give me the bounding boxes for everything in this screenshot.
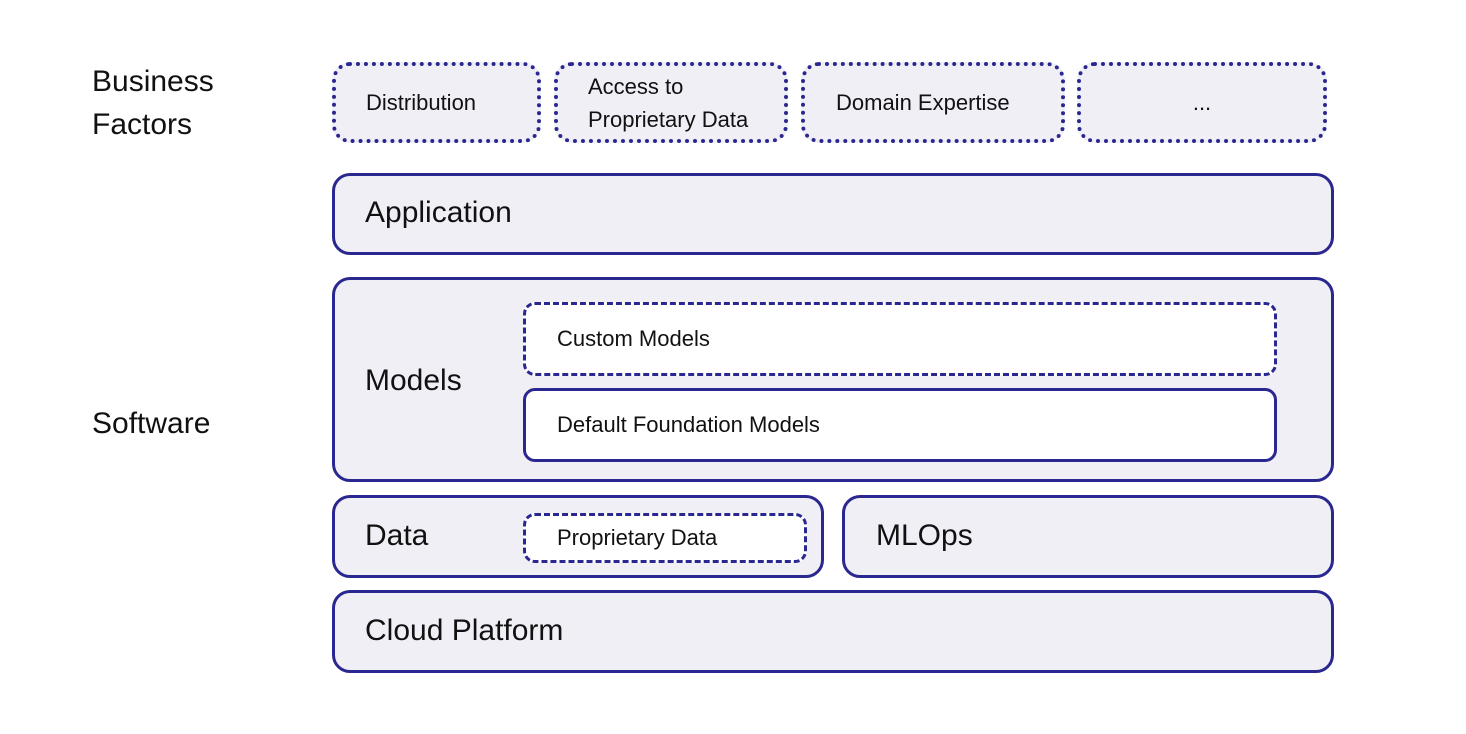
mlops-layer: MLOps <box>842 495 1334 578</box>
factor-proprietary-data-access-label: Access to Proprietary Data <box>588 73 749 132</box>
default-foundation-models-label: Default Foundation Models <box>557 412 820 437</box>
application-layer: Application <box>332 173 1334 255</box>
data-label: Data <box>365 519 429 552</box>
factor-domain-expertise-label: Domain Expertise <box>836 90 1010 115</box>
models-label: Models <box>365 364 462 397</box>
proprietary-data-label: Proprietary Data <box>557 525 718 550</box>
models-layer: Models Custom Models Default Foundation … <box>332 277 1334 482</box>
default-foundation-models-box: Default Foundation Models <box>523 388 1277 462</box>
business-factors-label: Business Factors <box>92 65 214 141</box>
factor-more-label: ... <box>1192 90 1212 115</box>
custom-models-box: Custom Models <box>523 302 1277 376</box>
software-label: Software <box>92 407 211 440</box>
factor-distribution-label: Distribution <box>366 90 477 115</box>
factor-proprietary-data-access: Access to Proprietary Data <box>554 62 788 143</box>
factor-distribution: Distribution <box>332 62 541 143</box>
factor-domain-expertise: Domain Expertise <box>801 62 1065 143</box>
proprietary-data-box: Proprietary Data <box>523 513 807 563</box>
factor-more: ... <box>1077 62 1327 143</box>
data-layer: Data Proprietary Data <box>332 495 824 578</box>
cloud-platform-layer: Cloud Platform <box>332 590 1334 673</box>
custom-models-label: Custom Models <box>557 326 710 351</box>
mlops-label: MLOps <box>876 519 973 552</box>
cloud-platform-label: Cloud Platform <box>365 614 564 647</box>
application-label: Application <box>365 196 512 229</box>
